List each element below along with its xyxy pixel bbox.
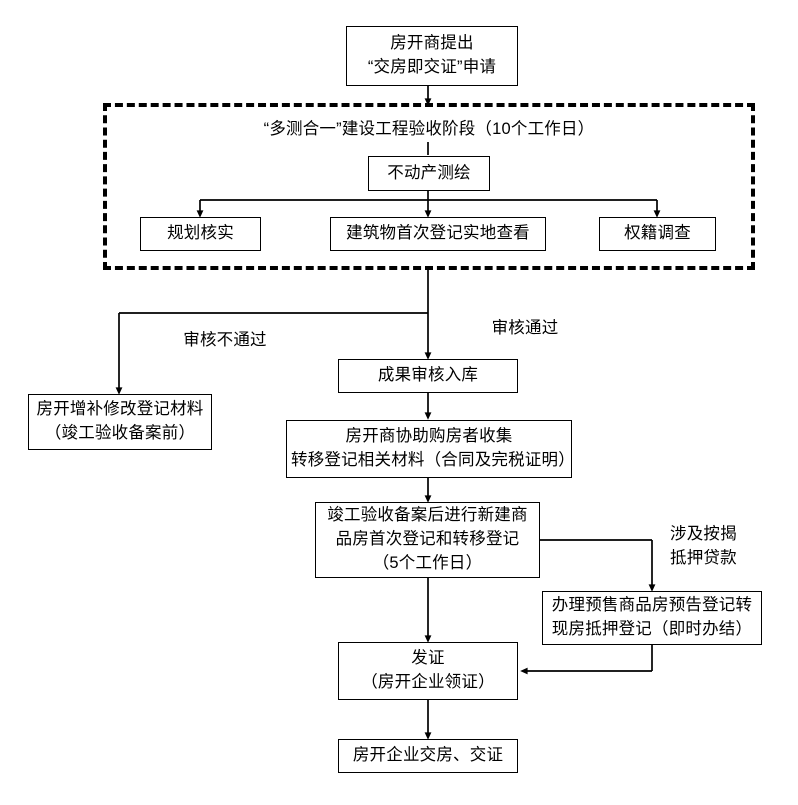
node-building-first-reg[interactable]: 建筑物首次登记实地查看 (330, 217, 546, 251)
node-title-survey[interactable]: 权籍调查 (599, 217, 716, 251)
node-survey[interactable]: 不动产测绘 (368, 156, 490, 191)
node-handover[interactable]: 房开企业交房、交证 (338, 739, 518, 773)
edge-label-review-passed: 审核通过 (491, 319, 559, 337)
multi-survey-region-title: “多测合一”建设工程验收阶段（10个工作日） (263, 120, 595, 138)
node-mortgage-conversion[interactable]: 办理预售商品房预告登记转 现房抵押登记（即时办结） (542, 591, 762, 645)
node-planning-check[interactable]: 规划核实 (140, 217, 261, 251)
node-first-and-transfer-reg[interactable]: 竣工验收备案后进行新建商 品房首次登记和转移登记 （5个工作日） (315, 502, 540, 578)
node-result-review[interactable]: 成果审核入库 (338, 359, 518, 393)
node-issue-cert[interactable]: 发证 （房开企业领证） (338, 642, 518, 700)
edge-label-mortgage-loan: 涉及按揭 抵押贷款 (670, 525, 737, 567)
edge-label-review-failed: 审核不通过 (183, 331, 267, 349)
node-collect-materials[interactable]: 房开商协助购房者收集 转移登记相关材料（合同及完税证明） (286, 420, 575, 478)
node-apply[interactable]: 房开商提出 “交房即交证”申请 (346, 26, 518, 86)
node-amend-materials[interactable]: 房开增补修改登记材料 （竣工验收备案前） (28, 394, 212, 450)
